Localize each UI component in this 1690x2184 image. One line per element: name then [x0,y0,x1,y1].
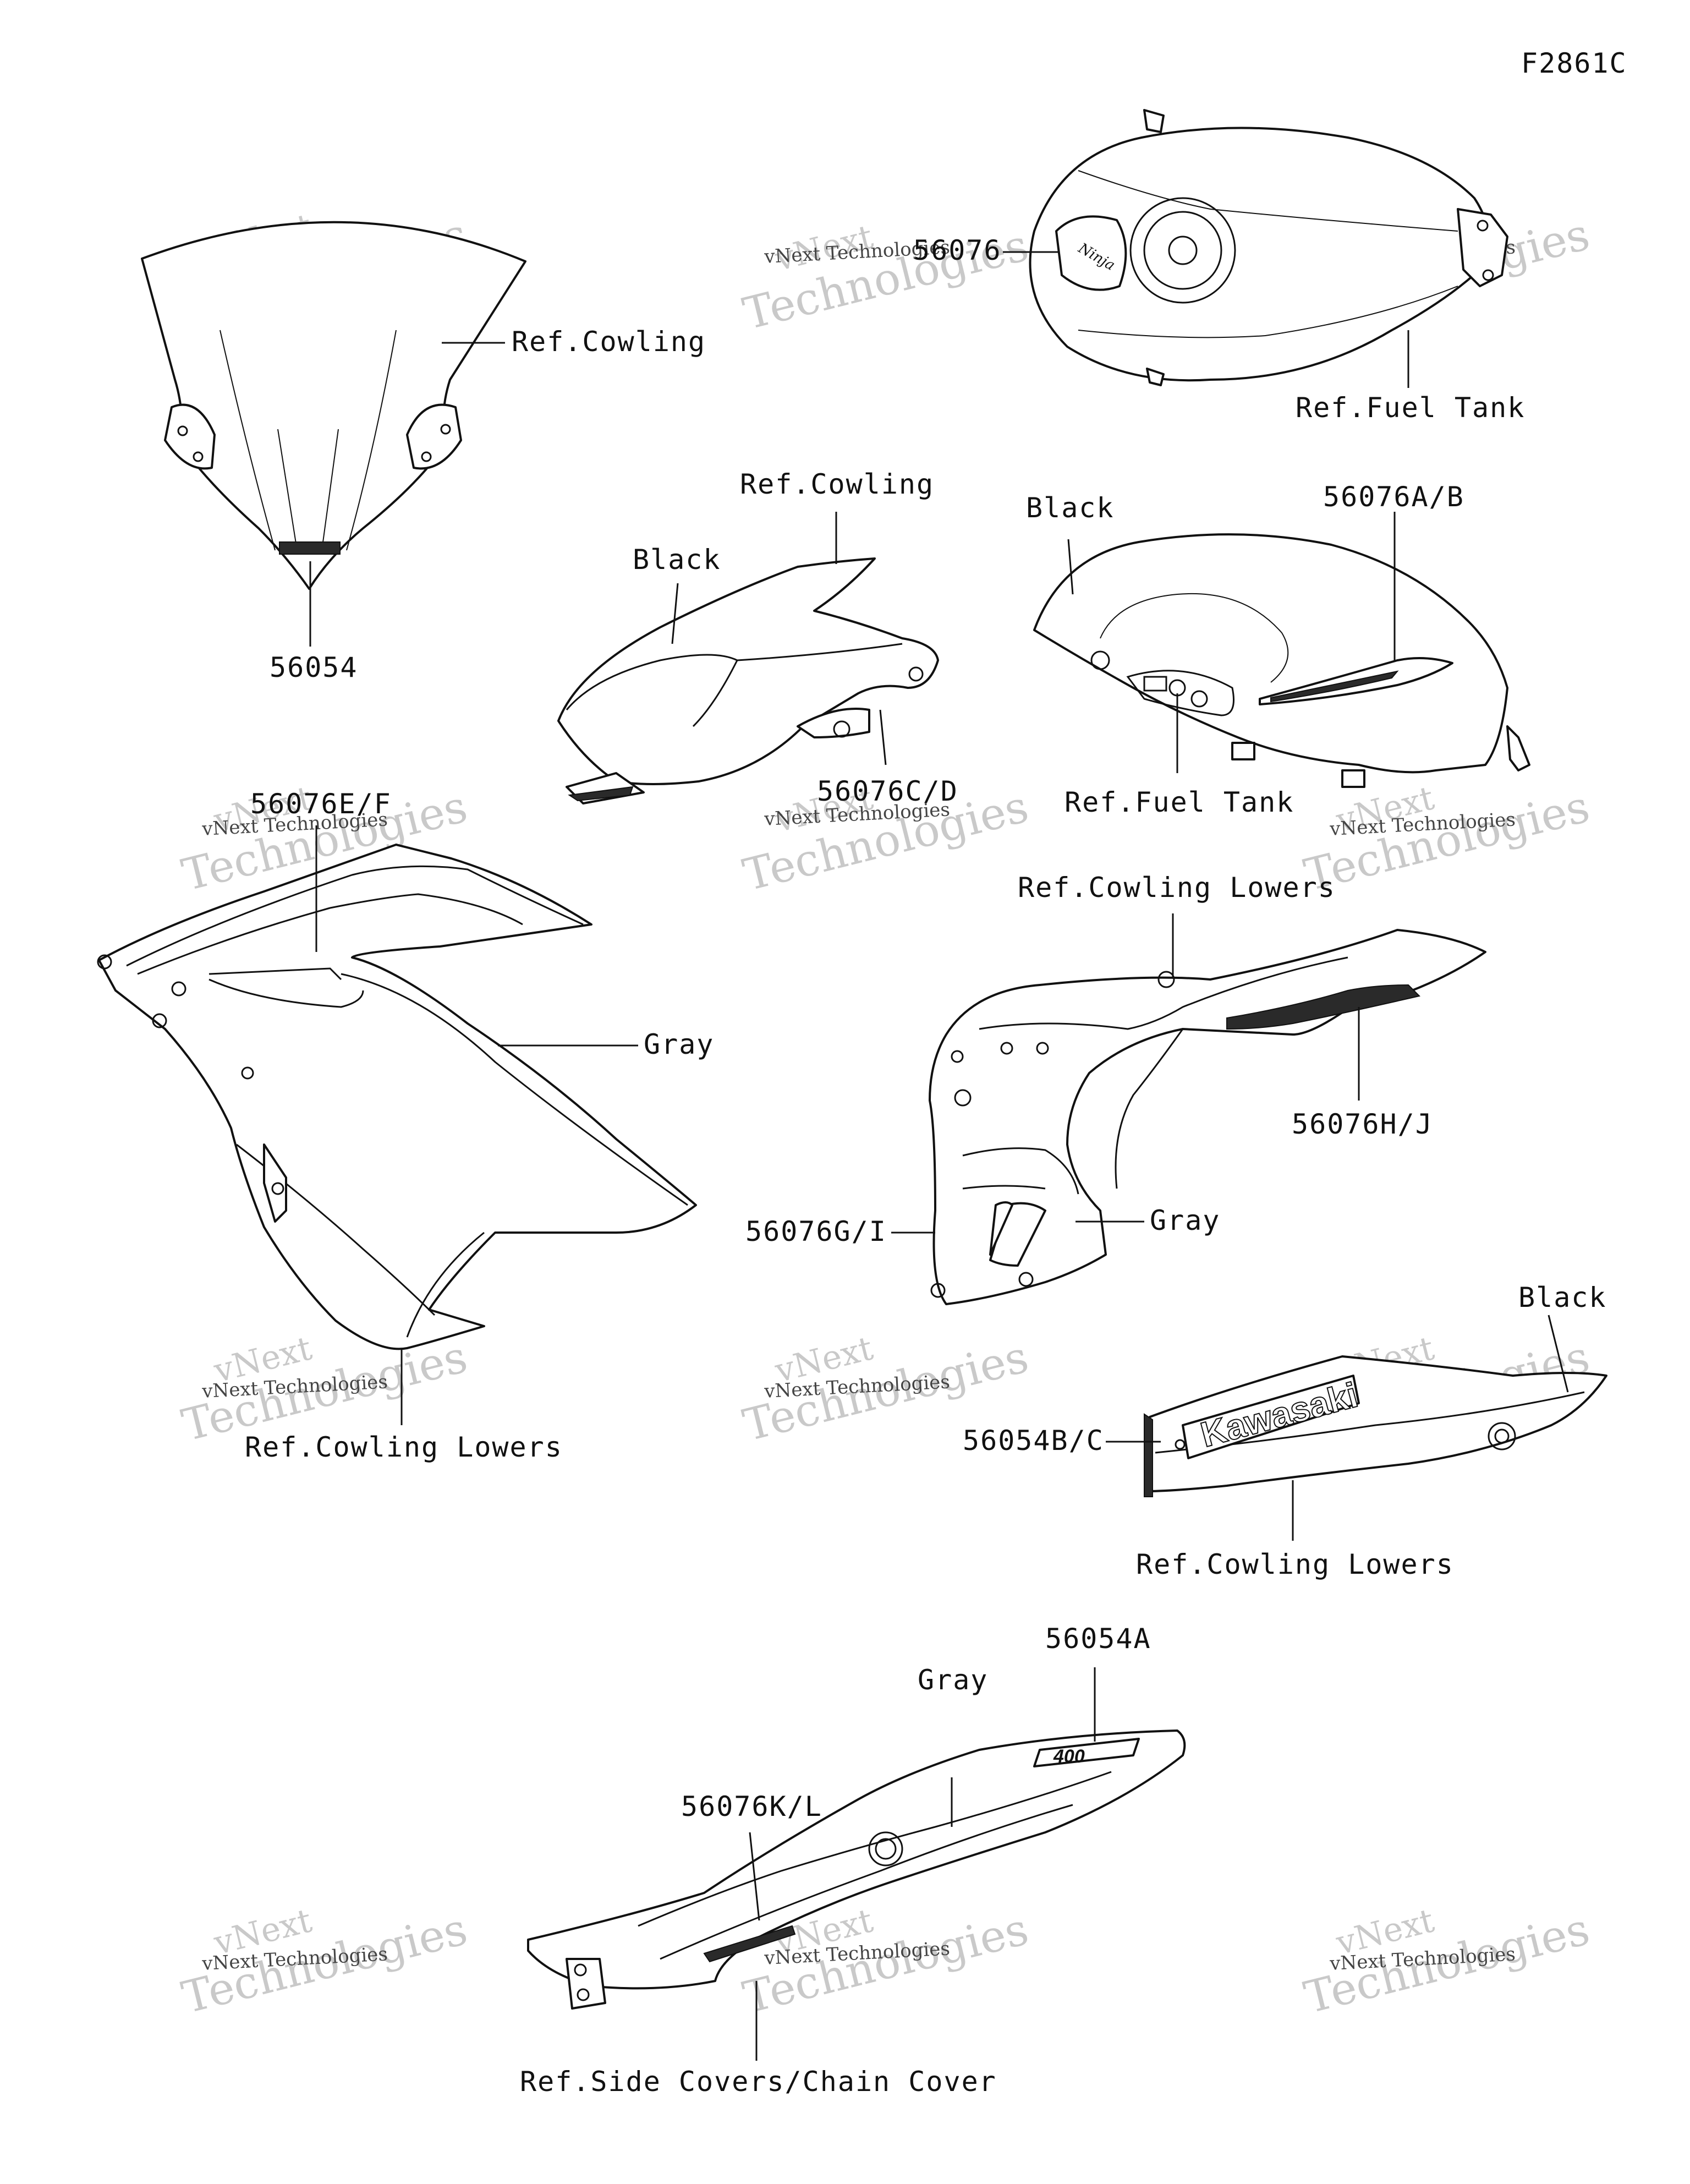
label-ref-cowling-lowers-1: Ref.Cowling Lowers [245,1431,563,1463]
label-ref-cowling-1: Ref.Cowling [512,326,706,358]
kawasaki-badge [279,541,341,555]
svg-text:Technologies: Technologies [1299,781,1594,901]
windshield-part [141,221,526,590]
watermark: vNext Technologies [1299,1901,1594,2023]
label-56054: 56054 [270,652,358,683]
label-ref-cowling-lowers-3: Ref.Cowling Lowers [1136,1548,1454,1580]
model-400-decal [1033,1738,1140,1767]
label-ref-side-covers: Ref.Side Covers/Chain Cover [520,2066,997,2098]
fuel-tank-side-part [1033,533,1530,788]
leader-line [1548,1315,1569,1393]
figure-code: F2861C [1521,47,1627,79]
side-fairing-part [97,844,697,1350]
belly-pan-part: Kawasaki [1144,1355,1607,1497]
watermark: vNext Technologies [177,1901,472,2023]
label-black-2: Black [1026,492,1115,524]
side-cover-part: 400 [527,1729,1186,2010]
label-56076hj: 56076H/J [1292,1108,1433,1140]
label-56054a: 56054A [1045,1623,1151,1655]
leader-line [1067,539,1074,595]
label-gray-2: Gray [1150,1205,1220,1236]
label-gray-1: Gray [644,1028,714,1060]
label-ref-fuel-tank-2: Ref.Fuel Tank [1065,786,1294,818]
label-56076cd: 56076C/D [817,775,958,807]
label-56076gi: 56076G/I [745,1216,887,1247]
label-gray-3: Gray [918,1664,988,1696]
leader-line [671,583,679,644]
label-56076ef: 56076E/F [250,788,392,820]
kawasaki-decal [1182,1375,1360,1459]
label-ref-cowling-2: Ref.Cowling [740,468,934,500]
label-56076ab: 56076A/B [1323,481,1464,513]
label-black-3: Black [1518,1282,1607,1313]
leader-line [879,709,887,765]
label-ref-fuel-tank-1: Ref.Fuel Tank [1296,392,1525,424]
label-black-1: Black [633,544,721,576]
leader-line [749,1832,760,1921]
upper-cowling-part [557,557,939,804]
label-56076kl: 56076K/L [681,1791,822,1822]
cowling-lower-part [929,929,1486,1305]
label-56054bc: 56054B/C [963,1425,1104,1457]
fuel-tank-top-part: Ninja [1029,109,1508,386]
model-400-text: 400 [1053,1746,1085,1767]
label-ref-cowling-lowers-2: Ref.Cowling Lowers [1018,872,1336,904]
label-56076: 56076 [913,234,1002,266]
